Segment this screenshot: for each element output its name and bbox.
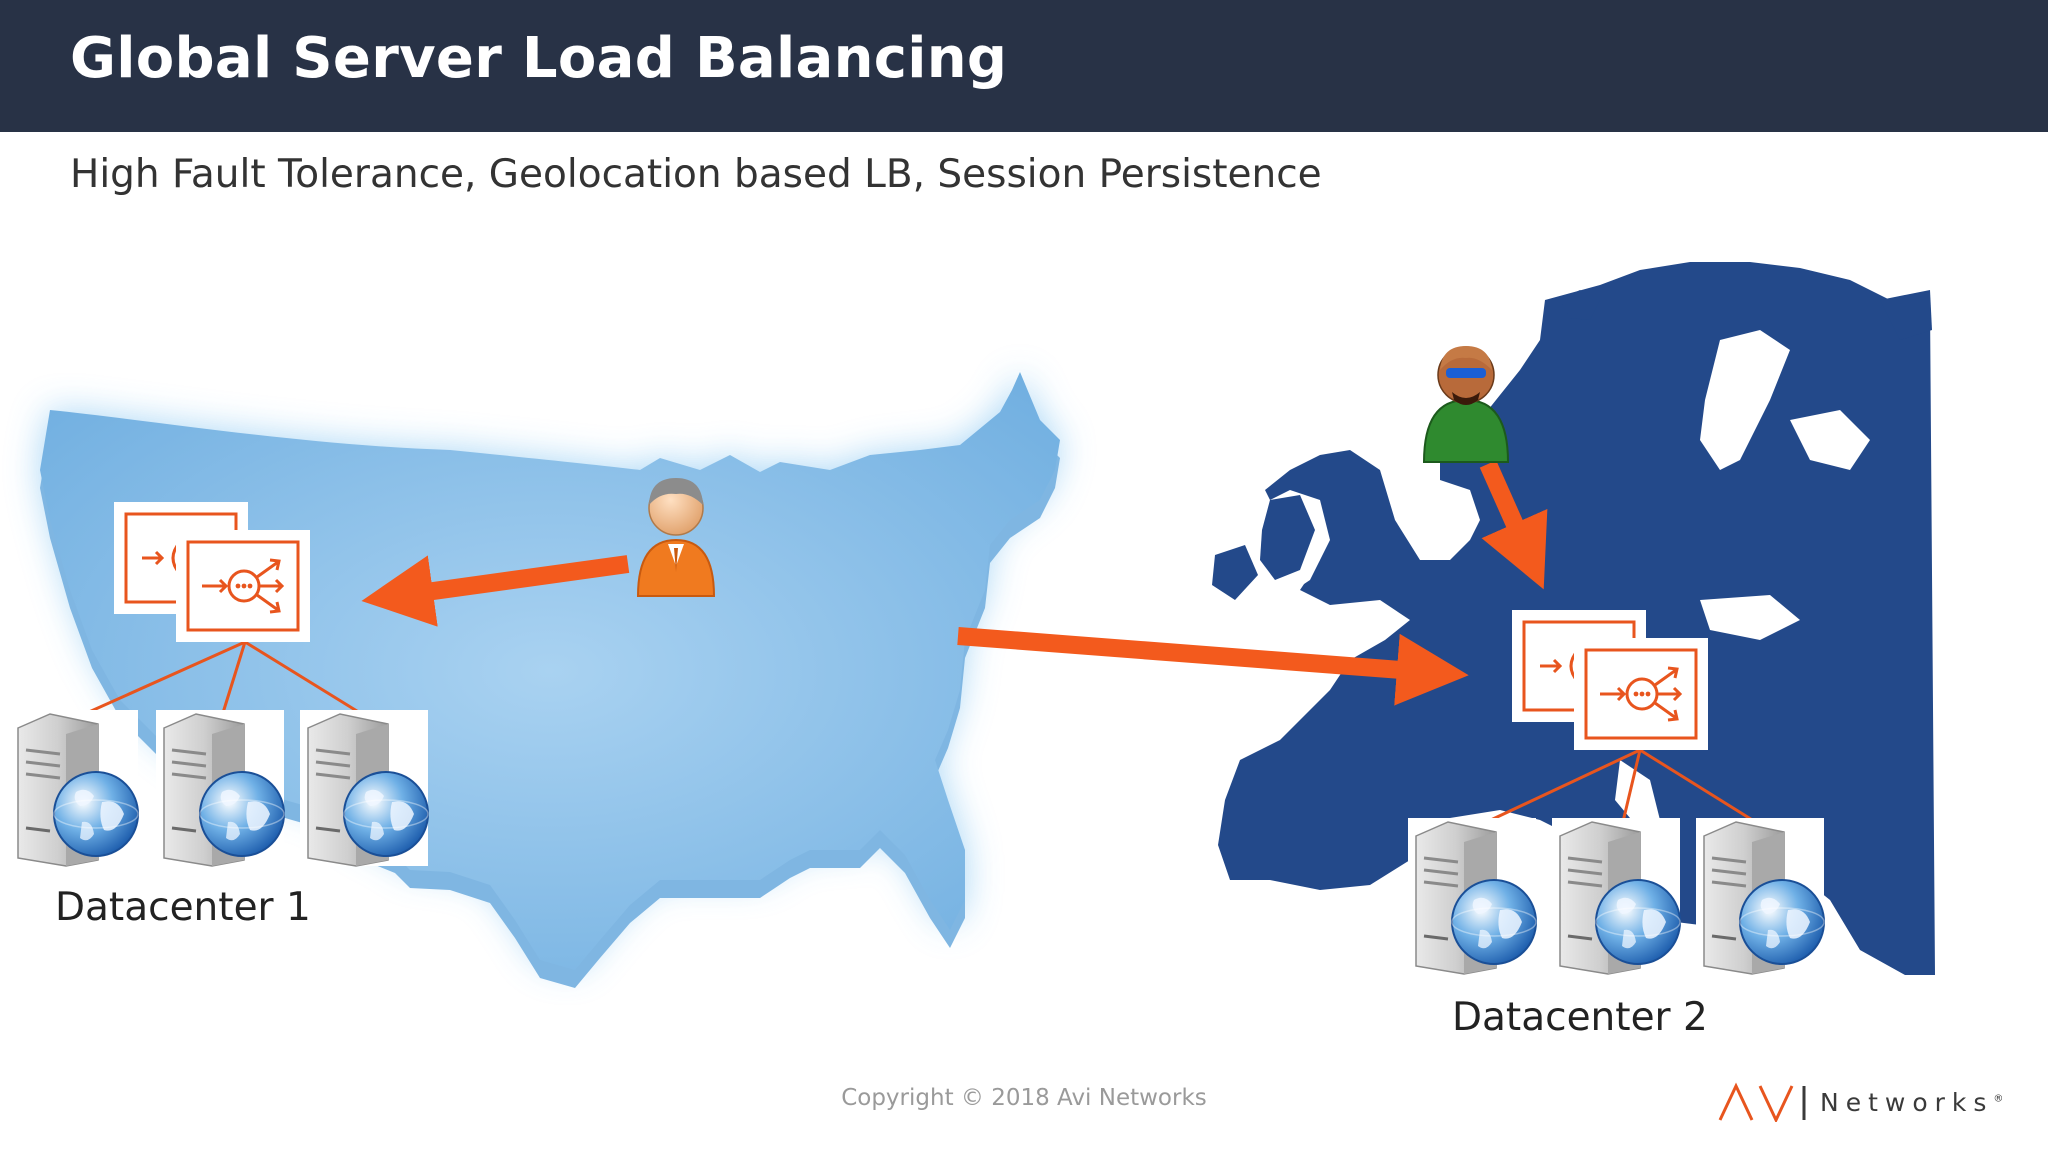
datacenter-1-label: Datacenter 1 bbox=[55, 885, 311, 930]
usa-map bbox=[40, 372, 1060, 988]
registered-mark: ® bbox=[1993, 1093, 2004, 1105]
avi-logo-mark bbox=[1718, 1082, 1806, 1122]
usa-user-to-dc1-arrow bbox=[361, 555, 630, 627]
page-title: Global Server Load Balancing bbox=[70, 26, 1008, 91]
copyright-notice: Copyright © 2018 Avi Networks bbox=[841, 1085, 1207, 1111]
usa-user-icon bbox=[636, 478, 716, 597]
page-subtitle: High Fault Tolerance, Geolocation based … bbox=[70, 152, 1322, 197]
dc1-server-globe-icon bbox=[154, 708, 286, 868]
brand-name-text: Networks bbox=[1820, 1088, 1994, 1117]
dc2-server-globe-icon bbox=[1550, 816, 1682, 976]
dc1-server-globe-icon bbox=[298, 708, 430, 868]
datacenter-2-label: Datacenter 2 bbox=[1452, 995, 1708, 1040]
usa-to-dc2-arrow bbox=[957, 627, 1469, 706]
brand-name: Networks® bbox=[1820, 1088, 2003, 1117]
dc2-server-globe-icon bbox=[1694, 816, 1826, 976]
europe-user-to-dc2-arrow bbox=[1479, 460, 1548, 590]
dc2-connections bbox=[1477, 748, 1763, 828]
title-bar: Global Server Load Balancing bbox=[0, 0, 2048, 132]
europe-user-icon bbox=[1422, 346, 1510, 463]
dc2-server-globe-icon bbox=[1406, 816, 1538, 976]
dc1-connections bbox=[79, 640, 366, 718]
dc1-server-globe-icon bbox=[8, 708, 140, 868]
